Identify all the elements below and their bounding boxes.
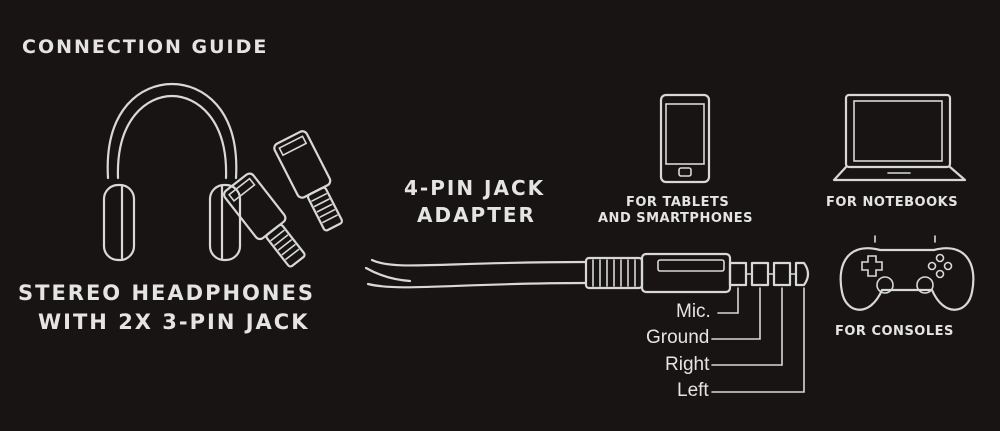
adapter-socket-lower <box>222 172 306 268</box>
laptop-icon <box>832 93 967 182</box>
adapter-label-line1: 4-PIN JACK <box>404 176 546 200</box>
tablets-label-line1: FOR TABLETS <box>626 195 730 210</box>
pin-label-left: Left <box>677 380 709 401</box>
split-adapter-cable-icon <box>222 130 587 289</box>
adapter-label-line2: ADAPTER <box>417 203 536 227</box>
page-title: CONNECTION GUIDE <box>22 36 269 58</box>
gamepad-icon <box>839 235 975 311</box>
jack-plug-icon <box>584 252 810 294</box>
pin-label-right: Right <box>665 354 710 375</box>
pin-label-ground: Ground <box>646 327 710 348</box>
smartphone-icon <box>659 93 711 184</box>
headphones-label-line2: WITH 2X 3-PIN JACK <box>38 310 310 334</box>
pin-leader-lines <box>711 287 805 393</box>
notebooks-label: FOR NOTEBOOKS <box>826 195 959 210</box>
headphones-icon <box>102 82 242 262</box>
pin-label-mic: Mic. <box>676 301 711 322</box>
headphones-label-line1: STEREO HEADPHONES <box>18 281 315 305</box>
tablets-label-line2: AND SMARTPHONES <box>598 211 753 226</box>
adapter-socket-upper <box>273 130 344 232</box>
consoles-label: FOR CONSOLES <box>835 324 954 339</box>
